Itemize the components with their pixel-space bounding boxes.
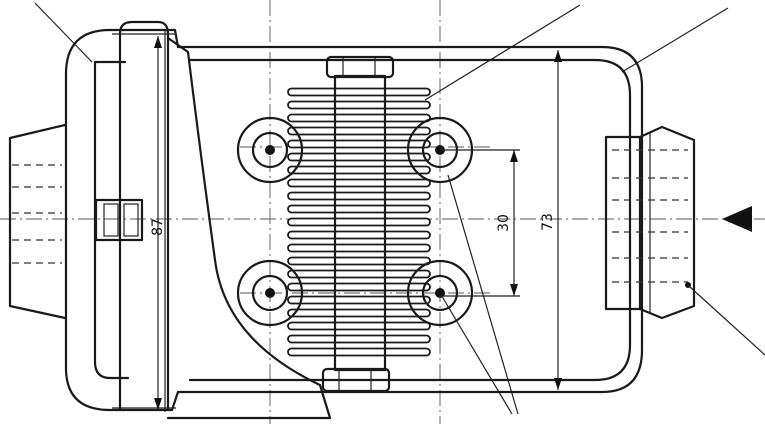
heat-sink-fin — [287, 308, 431, 318]
heat-sink-fin — [287, 191, 431, 201]
dimension-label-87: 87 — [150, 218, 166, 236]
leader-lines — [34, 2, 765, 415]
dimension-label-73: 73 — [540, 213, 556, 231]
heat-sink-fin — [287, 87, 431, 97]
heat-sink-fin — [287, 295, 431, 305]
heat-sink-fin — [287, 204, 431, 214]
dimension-spacing: 30 — [440, 149, 520, 297]
right-connector — [604, 125, 696, 320]
direction-arrow — [722, 206, 752, 232]
heat-sink-fins — [287, 87, 431, 357]
dimension-label-30: 30 — [496, 214, 512, 232]
heat-sink-fin — [287, 178, 431, 188]
heat-sink-fin — [287, 152, 431, 162]
heat-sink-fin — [287, 347, 431, 357]
heat-sink-fin — [287, 269, 431, 279]
heat-sink-fin — [287, 334, 431, 344]
heat-sink-fin — [287, 100, 431, 110]
heat-sink-fin — [287, 282, 431, 292]
heat-sink-fin — [287, 113, 431, 123]
heat-sink-fin — [287, 230, 431, 240]
heat-sink-fin — [287, 256, 431, 266]
heat-sink-fin — [287, 126, 431, 136]
heat-sink-fin — [287, 217, 431, 227]
dimension-height-inner: 73 — [540, 50, 562, 390]
heat-sink-fin — [287, 165, 431, 175]
heat-sink-fin — [287, 321, 431, 331]
left-connector — [8, 123, 144, 320]
section-edge — [166, 36, 332, 420]
heat-sink-fin — [287, 139, 431, 149]
wire-bail — [112, 20, 176, 412]
housing — [176, 45, 644, 394]
heat-sink-center-bar — [321, 55, 395, 393]
mounting-boss-top-left — [236, 116, 304, 184]
heat-sink-fin — [287, 243, 431, 253]
mounting-boss-bottom-left — [236, 259, 304, 327]
dimension-height-outer: 87 — [150, 36, 166, 410]
